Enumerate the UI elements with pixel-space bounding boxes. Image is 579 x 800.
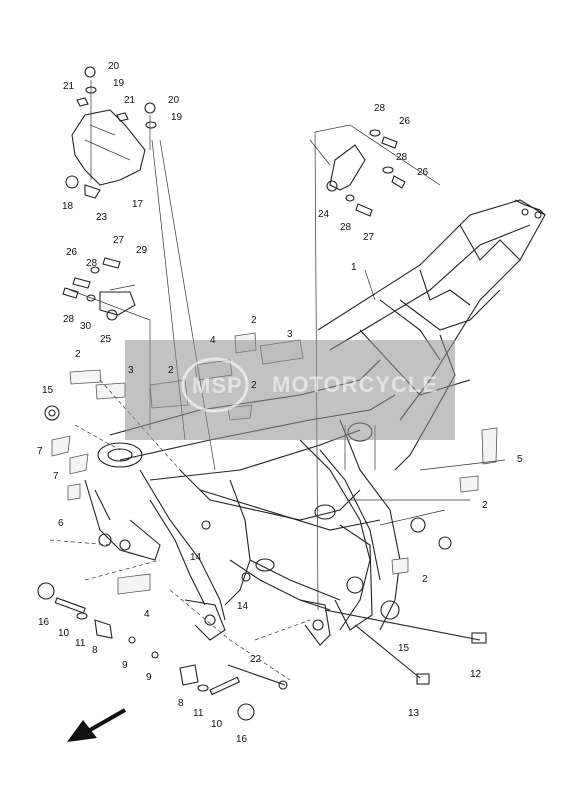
bracket-assembly-17 bbox=[65, 109, 146, 199]
callout-6: 6 bbox=[58, 518, 64, 529]
callout-24: 24 bbox=[318, 209, 330, 220]
callout-26: 26 bbox=[66, 247, 78, 258]
callout-15: 15 bbox=[42, 385, 54, 396]
callout-27: 28 bbox=[63, 314, 75, 325]
watermark-text: MOTORCYCLE bbox=[272, 372, 438, 397]
callout-26: 26 bbox=[417, 167, 429, 178]
callout-19: 19 bbox=[113, 78, 125, 89]
callout-11: 11 bbox=[193, 708, 204, 719]
callout-9: 9 bbox=[122, 660, 128, 671]
callout-2: 2 bbox=[75, 349, 81, 360]
callout-16: 16 bbox=[236, 734, 248, 745]
callout-12: 12 bbox=[470, 669, 482, 680]
callout-9: 9 bbox=[146, 672, 152, 683]
callout-20: 20 bbox=[108, 61, 120, 72]
callout-17: 17 bbox=[132, 199, 144, 210]
callout-20: 20 bbox=[168, 95, 180, 106]
callout-2: 2 bbox=[422, 574, 428, 585]
callout-10: 10 bbox=[58, 628, 70, 639]
callout-15: 15 bbox=[398, 643, 410, 654]
watermark-logo: MSP bbox=[192, 373, 243, 398]
callout-28: 28 bbox=[340, 222, 352, 233]
callout-4: 4 bbox=[144, 609, 150, 620]
callout-2: 2 bbox=[251, 315, 257, 326]
callout-23: 23 bbox=[96, 212, 108, 223]
callout-26: 27 bbox=[113, 235, 125, 246]
callout-16: 16 bbox=[38, 617, 50, 628]
callout-21: 21 bbox=[124, 95, 136, 106]
callout-2: 2 bbox=[168, 365, 174, 376]
callout-27: 27 bbox=[363, 232, 375, 243]
callout-18: 18 bbox=[62, 201, 74, 212]
callout-21: 21 bbox=[63, 81, 75, 92]
assembly-lines bbox=[49, 80, 506, 681]
hardware-parts bbox=[37, 66, 487, 721]
callout-28: 30 bbox=[80, 321, 92, 332]
callout-13: 13 bbox=[408, 708, 420, 719]
callout-28: 28 bbox=[86, 258, 98, 269]
callout-3: 3 bbox=[287, 329, 293, 340]
callout-14: 14 bbox=[190, 552, 202, 563]
callout-28: 28 bbox=[374, 103, 386, 114]
callout-28: 28 bbox=[396, 152, 408, 163]
callout-2: 2 bbox=[482, 500, 488, 511]
callout-25: 25 bbox=[100, 334, 112, 345]
front-arrow-icon bbox=[67, 708, 126, 742]
callout-28: 29 bbox=[136, 245, 148, 256]
callout-4: 4 bbox=[210, 335, 216, 346]
callout-22: 22 bbox=[250, 654, 262, 665]
callout-1: 1 bbox=[351, 262, 357, 273]
callout-5: 5 bbox=[517, 454, 523, 465]
callout-11: 11 bbox=[75, 638, 86, 649]
watermark: MSP MOTORCYCLE bbox=[125, 340, 455, 440]
callout-3: 3 bbox=[128, 365, 134, 376]
callout-19: 19 bbox=[171, 112, 183, 123]
callout-10: 10 bbox=[211, 719, 223, 730]
callout-26: 26 bbox=[399, 116, 411, 127]
callout-8: 8 bbox=[92, 645, 98, 656]
callout-8: 8 bbox=[178, 698, 184, 709]
callout-2: 2 bbox=[251, 380, 257, 391]
callout-labels: 1 2 2 2 2 2 2 3 3 4 4 5 6 7 7 8 8 9 9 10… bbox=[37, 61, 523, 745]
callout-7: 7 bbox=[53, 471, 59, 482]
callout-14: 14 bbox=[237, 601, 249, 612]
callout-7: 7 bbox=[37, 446, 43, 457]
